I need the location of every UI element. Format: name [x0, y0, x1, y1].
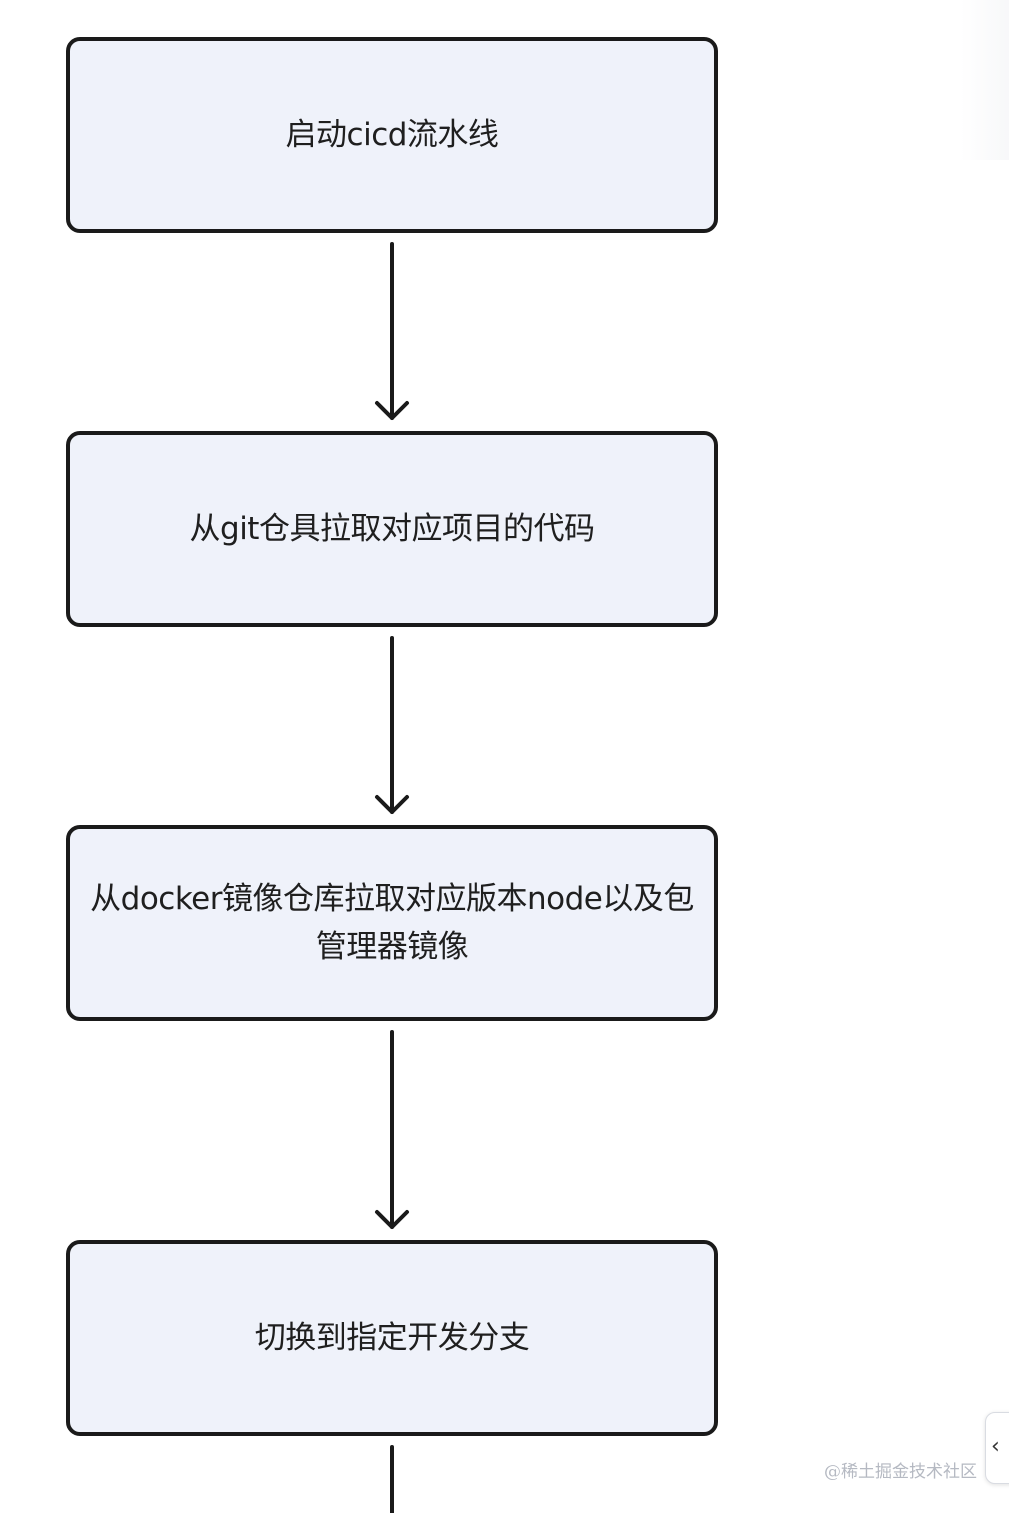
flow-step-start-pipeline: 启动cicd流水线 — [66, 37, 718, 233]
flow-step-pull-docker-images: 从docker镜像仓库拉取对应版本node以及包管理器镜像 — [66, 825, 718, 1021]
step-label: 切换到指定开发分支 — [254, 1320, 530, 1356]
arrowhead-2 — [375, 795, 409, 814]
step-label: 从git仓具拉取对应项目的代码 — [189, 511, 595, 547]
side-collapse-tab[interactable]: ‹ — [985, 1412, 1009, 1484]
flow-step-pull-git-code: 从git仓具拉取对应项目的代码 — [66, 431, 718, 627]
arrowhead-1 — [375, 401, 409, 420]
arrowhead-3 — [375, 1210, 409, 1229]
chevron-left-icon: ‹ — [991, 1434, 1000, 1459]
watermark: @稀土掘金技术社区 — [824, 1462, 977, 1482]
step-label: 从docker镜像仓库拉取对应版本node以及包管理器镜像 — [90, 881, 694, 965]
flow-step-switch-branch: 切换到指定开发分支 — [66, 1240, 718, 1436]
step-label: 启动cicd流水线 — [285, 117, 499, 153]
background-shadow — [960, 0, 1009, 160]
